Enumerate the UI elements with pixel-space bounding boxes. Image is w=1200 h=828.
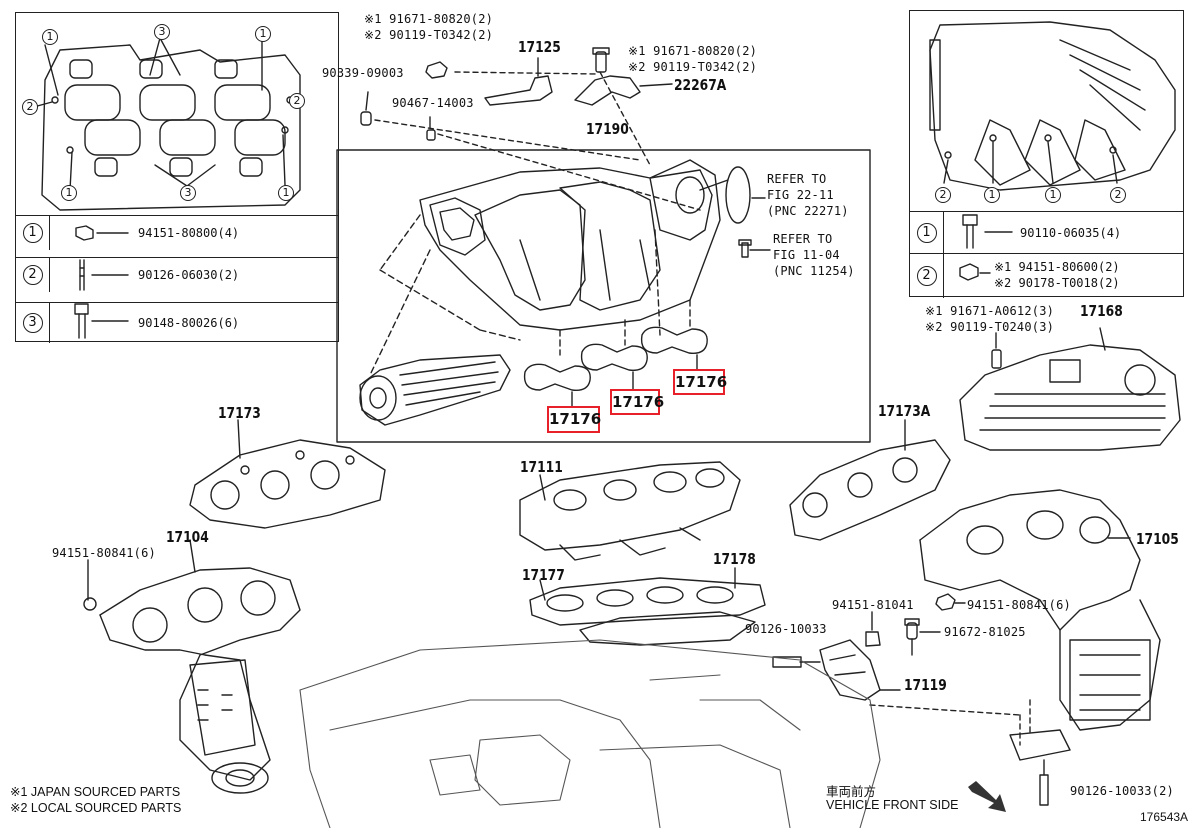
pnc-17176-highlight[interactable]: 17176	[610, 389, 664, 415]
reference-note: (PNC 22271)	[767, 204, 849, 218]
pnc-label[interactable]: 17177	[522, 566, 565, 584]
legend-hardware-icons-left	[74, 225, 129, 339]
pnc-label[interactable]: 17173	[218, 404, 261, 422]
callout-2: 2	[289, 93, 305, 109]
callout-number: 1	[22, 223, 43, 243]
part-label[interactable]: 94151-80841(6)	[967, 598, 1071, 612]
part-label[interactable]: 90126-10033(2)	[1070, 784, 1174, 798]
legend-part-number[interactable]: 90126-06030(2)	[138, 268, 240, 282]
pnc-label[interactable]: 22267A	[674, 76, 727, 94]
part-label[interactable]: ※2 90119-T0240(3)	[925, 320, 1055, 334]
heat-insulator-17168	[959, 327, 1181, 451]
exhaust-manifold-17105	[919, 489, 1161, 806]
intake-manifold-frame	[336, 149, 871, 443]
part-label[interactable]: ※1 91671-A0612(3)	[925, 304, 1055, 318]
part-label[interactable]: 90467-14003	[392, 96, 474, 110]
vehicle-front-label: VEHICLE FRONT SIDE	[826, 798, 959, 812]
pnc-17176-highlight[interactable]: 17176	[673, 369, 727, 395]
reference-link[interactable]: FIG 22-11	[767, 188, 834, 202]
legend-row: 3 90148-80026(6)	[16, 302, 338, 344]
pnc-label[interactable]: 17125	[518, 38, 561, 56]
pnc-label[interactable]: 17190	[586, 120, 629, 138]
reference-note: (PNC 11254)	[773, 264, 855, 278]
lower-gaskets-17177-17178	[529, 567, 766, 646]
part-label[interactable]: 94151-81041	[832, 598, 914, 612]
engine-block-outline	[299, 639, 881, 828]
top-hardware-parts	[360, 47, 701, 211]
part-label[interactable]: ※2 90119-T0342(2)	[364, 28, 494, 42]
intake-gasket-inset-drawing	[29, 37, 301, 211]
part-label[interactable]: ※1 91671-80820(2)	[364, 12, 494, 26]
legend-row: 1 90110-06035(4)	[910, 211, 1183, 254]
legend-part-number[interactable]: ※1 94151-80600(2)	[994, 260, 1120, 274]
legend-part-number[interactable]: 90110-06035(4)	[1020, 226, 1122, 240]
pnc-label[interactable]: 17119	[904, 676, 947, 694]
callout-1: 1	[61, 185, 77, 201]
cylinder-head-cover-inset-drawing	[929, 21, 1176, 191]
callout-1: 1	[255, 26, 271, 42]
callout-number: 2	[916, 266, 937, 286]
bracket-17119-and-hardware	[772, 593, 1021, 746]
part-label[interactable]: 94151-80841(6)	[52, 546, 156, 560]
part-label[interactable]: 91672-81025	[944, 625, 1026, 639]
callout-number: 3	[22, 313, 43, 333]
part-label[interactable]: 90339-09003	[322, 66, 404, 80]
legend-part-number[interactable]: 90148-80026(6)	[138, 316, 240, 330]
pnc-label[interactable]: 17178	[713, 550, 756, 568]
pnc-label[interactable]: 17111	[520, 458, 563, 476]
port-gaskets-17176	[523, 326, 708, 409]
exhaust-gasket-17173	[189, 419, 386, 529]
callout-3: 3	[180, 185, 196, 201]
hardware-legend-right: 1 90110-06035(4) 2 ※1 94151-80600(2) ※2 …	[909, 10, 1184, 298]
reference-note: REFER TO	[767, 172, 827, 186]
pnc-17176-highlight[interactable]: 17176	[547, 406, 601, 433]
part-label[interactable]: ※1 91671-80820(2)	[628, 44, 758, 58]
legend-row: 2 90126-06030(2)	[16, 257, 338, 292]
callout-1: 1	[1045, 187, 1061, 203]
footnote-local-sourced: ※2 LOCAL SOURCED PARTS	[10, 801, 182, 815]
reference-note: REFER TO	[773, 232, 833, 246]
vehicle-front-label-jp: 車両前方	[826, 785, 877, 799]
callout-1: 1	[278, 185, 294, 201]
callout-1: 1	[42, 29, 58, 45]
part-label[interactable]: 90126-10033	[745, 622, 827, 636]
pnc-label[interactable]: 17105	[1136, 530, 1179, 548]
diagram-id: 176543A	[1140, 810, 1189, 824]
intake-manifold-drawing	[359, 159, 771, 426]
part-label[interactable]: ※2 90119-T0342(2)	[628, 60, 758, 74]
manifold-lower-17111	[519, 461, 741, 561]
exhaust-manifold-17104	[83, 539, 301, 794]
legend-row: 1 94151-80800(4)	[16, 215, 338, 250]
legend-row: 2 ※1 94151-80600(2) ※2 90178-T0018(2)	[910, 253, 1183, 298]
callout-2: 2	[22, 99, 38, 115]
legend-hardware-icons-right	[959, 214, 1013, 281]
vehicle-front-arrow	[968, 781, 1006, 812]
hardware-legend-left: 1 94151-80800(4) 2 90126-06030(2) 3 9014…	[15, 12, 339, 344]
legend-part-number[interactable]: 94151-80800(4)	[138, 226, 240, 240]
callout-2: 2	[935, 187, 951, 203]
pnc-label[interactable]: 17168	[1080, 302, 1123, 320]
callout-number: 1	[916, 223, 937, 243]
pnc-label[interactable]: 17104	[166, 528, 209, 546]
callout-number: 2	[22, 265, 43, 285]
reference-link[interactable]: FIG 11-04	[773, 248, 840, 262]
callout-1: 1	[984, 187, 1000, 203]
exhaust-gasket-17173a	[789, 419, 951, 541]
callout-2: 2	[1110, 187, 1126, 203]
callout-3: 3	[154, 24, 170, 40]
legend-part-number[interactable]: ※2 90178-T0018(2)	[994, 276, 1120, 290]
footnote-japan-sourced: ※1 JAPAN SOURCED PARTS	[10, 785, 181, 799]
pnc-label[interactable]: 17173A	[878, 402, 931, 420]
